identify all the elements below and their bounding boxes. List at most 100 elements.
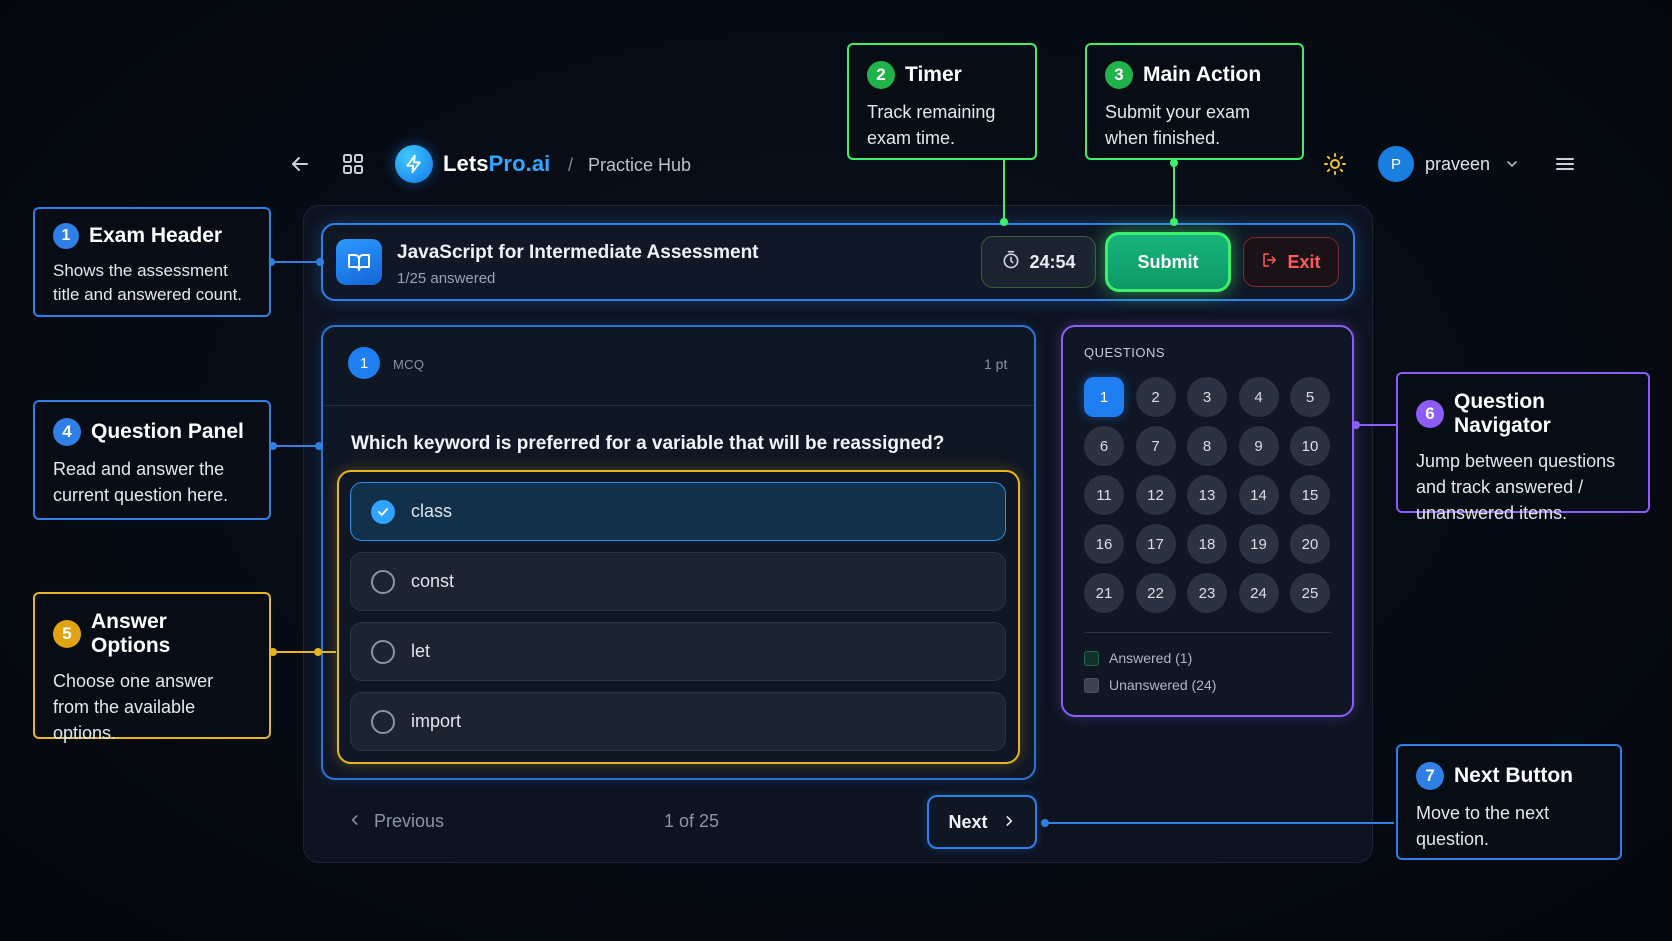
unanswered-swatch — [1084, 677, 1099, 693]
question-nav-button[interactable]: 24 — [1238, 573, 1279, 613]
question-nav-button[interactable]: 5 — [1290, 377, 1330, 417]
callout-body: Choose one answer from the available opt… — [53, 671, 214, 743]
callout-next-button: 7 Next Button Move to the next question. — [1396, 744, 1622, 860]
answer-option[interactable]: const — [350, 552, 1006, 611]
grid-apps-icon[interactable] — [341, 152, 365, 180]
callout-body: Shows the assessment title and answered … — [53, 261, 243, 304]
answered-swatch — [1084, 650, 1099, 666]
callout-title: Question Navigator — [1454, 390, 1551, 437]
answer-option[interactable]: import — [350, 692, 1006, 751]
question-nav-button[interactable]: 10 — [1290, 426, 1330, 466]
breadcrumb-separator: / — [568, 155, 574, 175]
question-nav-button[interactable]: 20 — [1290, 524, 1330, 564]
logo-bolt-icon[interactable] — [395, 145, 433, 183]
exit-button[interactable]: Exit — [1243, 237, 1339, 287]
question-nav-button[interactable]: 14 — [1238, 475, 1279, 515]
callout-number: 4 — [53, 418, 81, 446]
option-label: class — [411, 501, 453, 521]
callout-body: Read and answer the current question her… — [53, 459, 229, 505]
logo-text[interactable]: LetsPro.ai — [443, 151, 550, 177]
answer-options — [337, 470, 1020, 764]
timer: 24:54 — [981, 236, 1096, 288]
question-nav-button[interactable]: 17 — [1135, 524, 1176, 564]
question-nav-button[interactable]: 7 — [1135, 426, 1176, 466]
question-nav-button[interactable]: 11 — [1084, 475, 1124, 515]
connector-dot — [315, 442, 323, 450]
callout-body: Move to the next question. — [1416, 803, 1550, 849]
exit-icon — [1261, 251, 1279, 274]
connector-dot — [267, 258, 275, 266]
legend-unanswered-label: Unanswered (24) — [1109, 677, 1217, 693]
question-nav-button[interactable]: 15 — [1290, 475, 1330, 515]
connector-dot — [1352, 421, 1360, 429]
callout-title: Answer Options — [91, 610, 171, 657]
callout-main-action: 3 Main Action Submit your exam when fini… — [1085, 43, 1304, 160]
answered-count: 1/25 answered — [397, 270, 496, 287]
question-nav-button[interactable]: 2 — [1135, 377, 1176, 417]
callout-body: Submit your exam when finished. — [1105, 102, 1251, 148]
answer-option[interactable]: class — [350, 482, 1006, 541]
option-label: const — [411, 571, 455, 591]
answer-option[interactable]: let — [350, 622, 1006, 681]
option-label: import — [411, 711, 462, 731]
connector-dot — [269, 442, 277, 450]
question-nav-button[interactable]: 4 — [1238, 377, 1279, 417]
connector-exam-header — [271, 261, 321, 263]
question-nav-button[interactable]: 8 — [1187, 426, 1227, 466]
question-nav-button[interactable]: 23 — [1187, 573, 1227, 613]
navigator-divider — [1084, 632, 1332, 633]
question-nav-button[interactable]: 6 — [1084, 426, 1124, 466]
logo-text-accent: Pro.ai — [488, 151, 551, 176]
callout-number: 7 — [1416, 762, 1444, 790]
question-nav-button[interactable]: 18 — [1187, 524, 1227, 564]
breadcrumb[interactable]: Practice Hub — [588, 155, 692, 175]
connector-navigator — [1356, 424, 1396, 426]
callout-number: 2 — [867, 61, 895, 89]
legend-unanswered: Unanswered (24) — [1084, 677, 1216, 693]
user-name[interactable]: praveen — [1425, 154, 1491, 174]
submit-button[interactable]: Submit — [1105, 232, 1231, 292]
connector-dot — [269, 648, 277, 656]
back-arrow-icon[interactable] — [288, 152, 312, 180]
callout-title: Question Panel — [91, 420, 244, 443]
callout-title: Timer — [905, 63, 962, 86]
connector-dot — [1000, 218, 1008, 226]
callout-number: 1 — [53, 223, 79, 249]
question-nav-button[interactable]: 1 — [1084, 377, 1124, 417]
callout-title: Exam Header — [89, 224, 223, 247]
connector-dot — [316, 258, 324, 266]
question-nav-button[interactable]: 21 — [1084, 573, 1124, 613]
question-nav-button[interactable]: 12 — [1135, 475, 1176, 515]
question-nav-button[interactable]: 19 — [1238, 524, 1279, 564]
navigator-title: QUESTIONS — [1084, 345, 1166, 360]
hamburger-menu-icon[interactable] — [1553, 152, 1577, 181]
next-button[interactable]: Next — [927, 795, 1037, 849]
sun-icon[interactable] — [1323, 152, 1347, 181]
timer-value: 24:54 — [1029, 251, 1076, 272]
exam-title: JavaScript for Intermediate Assessment — [397, 242, 759, 263]
question-nav-button[interactable]: 13 — [1187, 475, 1227, 515]
callout-question-navigator: 6 Question Navigator Jump between questi… — [1396, 372, 1650, 523]
callout-number: 6 — [1416, 400, 1444, 428]
callout-title: Main Action — [1143, 63, 1262, 86]
question-nav-button[interactable]: 9 — [1238, 426, 1279, 466]
question-type: MCQ — [393, 357, 425, 372]
callout-timer: 2 Timer Track remaining exam time. — [847, 43, 1037, 160]
callout-number: 3 — [1105, 61, 1133, 89]
check-circle-icon — [371, 499, 395, 524]
chevron-down-icon[interactable] — [1504, 156, 1520, 177]
exit-label: Exit — [1287, 251, 1321, 272]
question-nav-button[interactable]: 25 — [1290, 573, 1330, 613]
question-nav-button[interactable]: 22 — [1135, 573, 1176, 613]
callout-body: Jump between questions and track answere… — [1416, 451, 1616, 523]
previous-button[interactable]: Previous — [348, 811, 444, 832]
question-text: Which keyword is preferred for a variabl… — [351, 433, 945, 454]
legend-answered-label: Answered (1) — [1109, 650, 1193, 666]
question-nav-button[interactable]: 16 — [1084, 524, 1124, 564]
connector-dot — [1170, 218, 1178, 226]
question-number-badge: 1 — [348, 347, 380, 379]
avatar[interactable]: P — [1378, 146, 1414, 182]
question-nav-button[interactable]: 3 — [1187, 377, 1227, 417]
connector-dot — [1170, 159, 1178, 167]
